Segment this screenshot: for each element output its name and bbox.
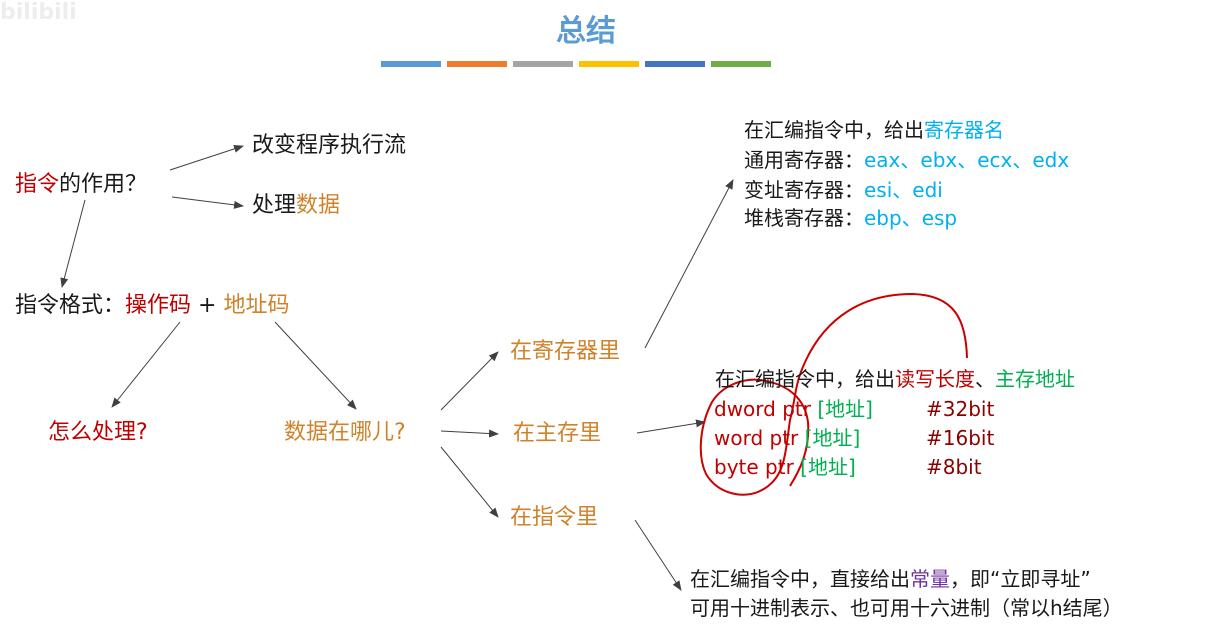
reg-detail-line1: 在汇编指令中，给出寄存器名 bbox=[744, 117, 1004, 143]
index-register-label: 变址寄存器： bbox=[744, 178, 864, 202]
imm-line1-text: 在汇编指令中，直接给出 bbox=[690, 567, 910, 591]
bits-32: #32bit bbox=[926, 397, 995, 421]
term-memory-address: 主存地址 bbox=[995, 367, 1075, 391]
reg-line1-text: 在汇编指令中，给出 bbox=[744, 118, 924, 142]
reg-detail-index: 变址寄存器：esi、edi bbox=[744, 177, 943, 203]
effect-change-flow: 改变程序执行流 bbox=[252, 133, 407, 158]
location-register: 在寄存器里 bbox=[510, 339, 621, 364]
ptr-dword: dword ptr bbox=[714, 397, 811, 421]
arrow-to-format bbox=[60, 199, 86, 288]
addr-word: [地址] bbox=[804, 426, 861, 450]
bits-16: #16bit bbox=[926, 426, 995, 450]
ptr-word: word ptr bbox=[714, 426, 799, 450]
question-function: 指令的作用？ bbox=[15, 171, 147, 199]
underline-bar-gray bbox=[513, 61, 573, 67]
term-constant: 常量 bbox=[910, 567, 950, 591]
arrow-imm-detail bbox=[634, 519, 682, 591]
addr-byte: [地址] bbox=[800, 455, 856, 479]
underline-bar-green bbox=[711, 61, 771, 67]
index-register-list: esi、edi bbox=[864, 178, 943, 202]
watermark: bilibili bbox=[0, 0, 77, 25]
term-opcode: 操作码 bbox=[125, 293, 192, 318]
mem-detail-line1: 在汇编指令中，给出读写长度、主存地址 bbox=[715, 366, 1075, 392]
imm-detail-line1: 在汇编指令中，直接给出常量，即“立即寻址” bbox=[690, 566, 1091, 592]
instruction-format: 指令格式：操作码 + 地址码 bbox=[15, 292, 289, 320]
mem-row-word: word ptr [地址] bbox=[714, 425, 860, 451]
underline-bar-blue bbox=[381, 61, 441, 67]
effect-process-data: 处理数据 bbox=[252, 192, 340, 220]
addr-dword: [地址] bbox=[817, 397, 873, 421]
location-instruction: 在指令里 bbox=[510, 505, 599, 530]
general-register-list: eax、ebx、ecx、edx bbox=[864, 148, 1070, 172]
underline-bar-orange bbox=[447, 61, 507, 67]
arrow-to-imm bbox=[440, 446, 499, 518]
term-address-code: 地址码 bbox=[223, 293, 290, 318]
underline-bar-yellow bbox=[579, 61, 639, 67]
handwritten-annotation bbox=[699, 292, 968, 496]
slide-title: 总结 bbox=[556, 14, 616, 49]
format-label: 指令格式： bbox=[15, 293, 126, 318]
arrow-to-how bbox=[111, 321, 181, 408]
arrow-to-mem bbox=[440, 429, 499, 438]
arrow-to-flow bbox=[169, 145, 244, 171]
plus-sign: + bbox=[191, 293, 224, 318]
reg-detail-general: 通用寄存器：eax、ebx、ecx、edx bbox=[744, 147, 1069, 173]
stack-register-label: 堆栈寄存器： bbox=[744, 206, 864, 230]
underline-bar-darkblue bbox=[645, 61, 705, 67]
arrow-to-where bbox=[274, 321, 357, 410]
reg-detail-stack: 堆栈寄存器：ebp、esp bbox=[744, 205, 957, 231]
mem-line1-sep: 、 bbox=[975, 367, 995, 391]
mem-row-dword: dword ptr [地址] bbox=[714, 396, 873, 422]
bits-8: #8bit bbox=[926, 455, 982, 479]
mem-line1-text: 在汇编指令中，给出 bbox=[715, 367, 895, 391]
arrow-mem-detail bbox=[636, 419, 706, 434]
location-memory: 在主存里 bbox=[513, 421, 602, 446]
arrow-reg-detail bbox=[644, 179, 734, 349]
arrow-to-reg bbox=[440, 351, 499, 411]
stack-register-list: ebp、esp bbox=[864, 206, 958, 230]
question-where: 数据在哪儿? bbox=[284, 420, 406, 445]
imm-line1-tail: ，即“立即寻址” bbox=[950, 567, 1091, 591]
term-register-name: 寄存器名 bbox=[924, 118, 1004, 142]
arrow-to-data bbox=[171, 196, 244, 209]
question-how: 怎么处理? bbox=[48, 420, 148, 445]
mem-row-byte: byte ptr [地址] bbox=[714, 454, 856, 480]
effect-process-text: 处理 bbox=[252, 193, 297, 218]
question-function-text: 的作用？ bbox=[59, 172, 148, 197]
term-rw-length: 读写长度 bbox=[895, 367, 975, 391]
general-register-label: 通用寄存器： bbox=[744, 148, 864, 172]
term-instruction: 指令 bbox=[15, 172, 60, 197]
ptr-byte: byte ptr bbox=[714, 455, 794, 479]
term-data: 数据 bbox=[296, 193, 341, 218]
imm-detail-line2: 可用十进制表示、也可用十六进制（常以h结尾） bbox=[690, 596, 1123, 620]
